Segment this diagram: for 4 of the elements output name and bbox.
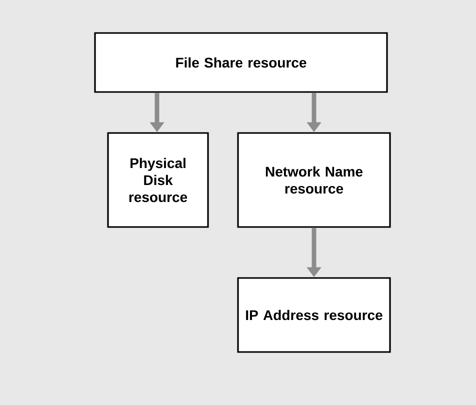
resource-box: Physical Disk resource: [107, 132, 209, 228]
resource-box: IP Address resource: [237, 277, 391, 353]
resource-box: Network Name resource: [237, 132, 391, 228]
resource-box: File Share resource: [94, 32, 388, 93]
